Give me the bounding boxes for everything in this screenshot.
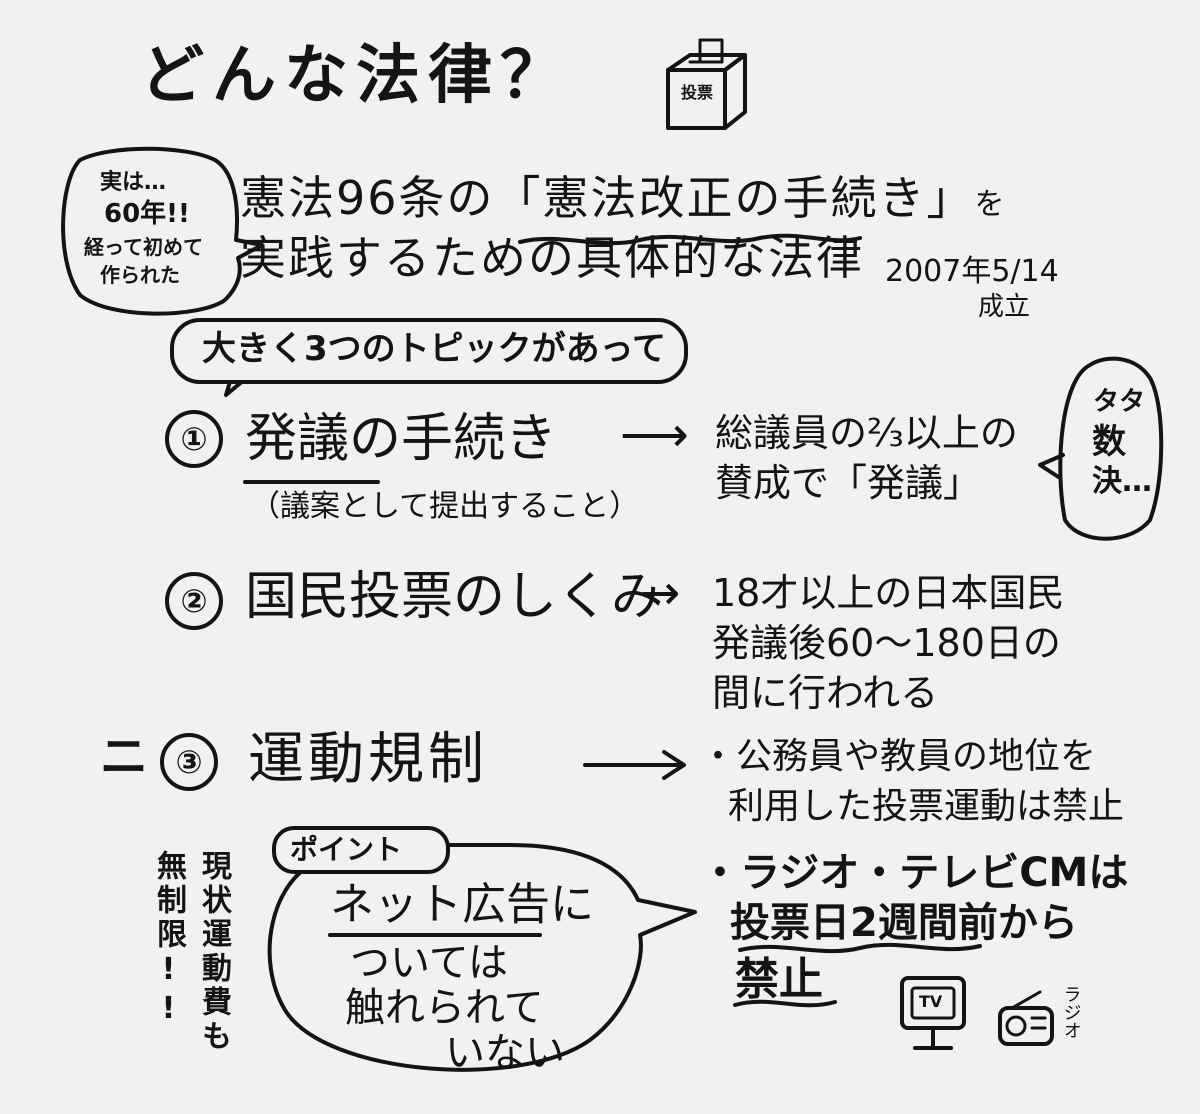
highlight-wavy-underline <box>518 233 862 246</box>
radio-icon-label: ラジオ <box>1060 985 1082 1039</box>
topic2-detail-line3: 間に行われる <box>712 671 939 715</box>
topics-bubble-text: 大きく3つのトピックがあって <box>202 329 666 369</box>
topic3-bullet2-line2: 投票日2週間前から <box>730 900 1078 946</box>
side-bubble-line3: 経って初めて <box>84 235 203 259</box>
topics-bubble: 大きく3つのトピックがあって <box>170 318 688 384</box>
vertical-note-col1: 現状運動費も <box>196 850 231 1054</box>
description-line2: 実践するための具体的な法律 <box>240 231 864 285</box>
point-line1: ネット広告に <box>330 879 594 930</box>
topic2-detail-line2: 発議後60～180日の <box>712 621 1061 665</box>
topic3-bullet1-line1: ・公務員や教員の地位を <box>700 736 1097 777</box>
point-line3: 触れられて <box>345 985 544 1031</box>
side-bubble-line1: 実は… <box>100 170 167 195</box>
topic2-head: 国民投票のしくみ <box>245 567 664 627</box>
topic3-number: ③ <box>160 733 218 791</box>
majority-line1: タタ <box>1093 387 1146 417</box>
side-bubble-line4: 作られた <box>100 263 180 287</box>
topic1-detail-line1: 総議員の⅔以上の <box>715 411 1018 455</box>
topic3-marker: ニ <box>100 729 149 785</box>
vertical-note-col2: 無制限!! <box>151 850 186 1030</box>
ballot-box-label: 投票 <box>681 83 714 102</box>
ban-underline <box>738 942 982 954</box>
enactment-label: 成立 <box>978 292 1031 322</box>
topic3-bullet2-line3: 禁止 <box>735 954 823 1005</box>
topic3-bullet1-line2: 利用した投票運動は禁止 <box>728 786 1125 827</box>
radio-icon <box>998 990 1054 1046</box>
side-bubble-line2: 60年!! <box>104 199 190 229</box>
enactment-date: 2007年5/14 <box>885 254 1059 289</box>
description-prefix: 憲法96条の <box>240 171 495 225</box>
topic3-bullet2-line1: ・ラジオ・テレビCMは <box>700 850 1129 896</box>
majority-line3: 決… <box>1092 464 1152 499</box>
topic1-head-underlined: 発議 <box>245 409 350 469</box>
side-bubble-outline <box>61 146 264 316</box>
majority-bubble-outline <box>1038 356 1164 541</box>
topic3-head: 運動規制 <box>248 727 488 792</box>
point-line2: ついては <box>350 940 508 986</box>
topic1-detail-line2: 賛成で「発議」 <box>715 461 982 505</box>
topic1-sub: （議案として提出すること） <box>250 489 640 524</box>
point-label: ポイント <box>290 833 403 866</box>
point-label-box: ポイント <box>272 826 450 874</box>
point-line4: いない <box>445 1030 565 1076</box>
majority-line2: 数 <box>1092 422 1126 462</box>
topic3-arrow-head <box>662 750 686 780</box>
ban-underline-2 <box>733 999 837 1008</box>
point-bubble-outline <box>267 843 697 1072</box>
topic1-arrow: ⟶ <box>620 407 689 463</box>
page-title: どんな法律？ <box>140 39 572 113</box>
tv-icon-label: TV <box>919 992 943 1011</box>
description-particle: を <box>974 187 1007 222</box>
tv-icon <box>900 976 966 1050</box>
topic2-number: ② <box>165 572 223 630</box>
topic1-number: ① <box>165 410 223 468</box>
topic2-detail-line1: 18才以上の日本国民 <box>712 571 1065 615</box>
topic1-head-rest: の手続き <box>349 409 558 469</box>
topic2-arrow: → <box>640 565 681 621</box>
ballot-box-icon <box>666 38 747 130</box>
description-highlight: 「憲法改正の手続き」 <box>494 171 975 225</box>
